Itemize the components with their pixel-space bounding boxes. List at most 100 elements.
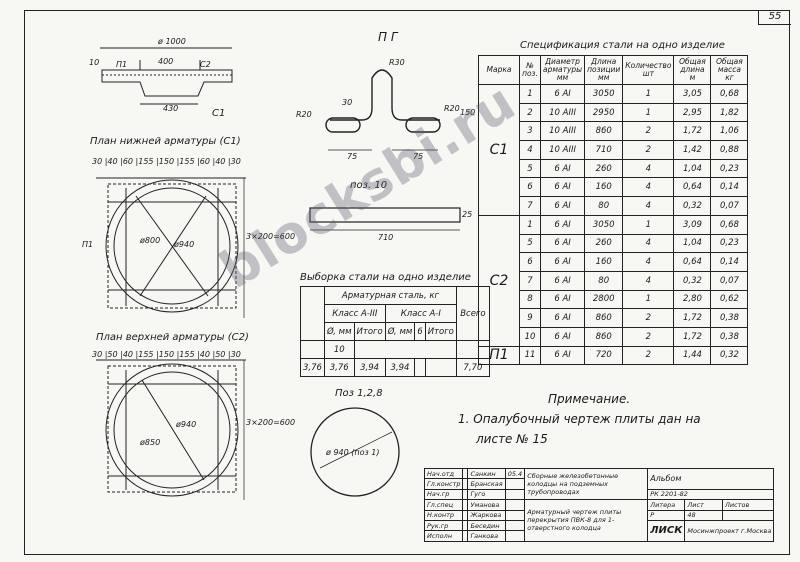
- selection-blank-2: [300, 340, 325, 359]
- upper-plan-d940: ø940: [176, 420, 197, 429]
- spec-cell: 860: [584, 308, 624, 328]
- dim-400: 400: [158, 57, 174, 66]
- lower-plan-mark: П1: [82, 240, 94, 249]
- spec-cell: 10 АIII: [539, 140, 586, 160]
- spec-cell: 0,32: [710, 345, 749, 366]
- stamp-cell: Бранская: [467, 478, 506, 490]
- selection-subtotal-a3: Итого: [353, 322, 386, 341]
- stamp-cell: Жаркова: [467, 509, 506, 521]
- selection-v2: 3,76: [323, 358, 355, 377]
- spec-cell: 2: [622, 140, 675, 160]
- bar-circle-label: ø 940 (поз 1): [326, 448, 380, 457]
- stamp-cell: Исполн: [423, 530, 464, 542]
- dim-1000: ø 1000: [158, 37, 186, 46]
- spec-cell: 4: [622, 196, 675, 216]
- spec-cell: 260: [584, 158, 624, 179]
- spec-cell: 0,38: [710, 326, 749, 347]
- spec-cell: 1,82: [710, 102, 749, 123]
- spec-cell: 6 АI: [539, 233, 586, 254]
- lower-plan-dims: 30 |40 |60 |155 |150 |155 |60 |40 |30: [92, 157, 241, 166]
- note-title: Примечание.: [548, 392, 631, 406]
- bar-10-height: 25: [462, 210, 473, 219]
- spec-cell: 0,07: [710, 196, 749, 216]
- stamp-album: Альбом: [647, 468, 775, 490]
- spec-cell: 10 АIII: [539, 102, 586, 123]
- selection-v4: 3,94: [384, 358, 416, 377]
- bar-10-length: 710: [378, 233, 394, 242]
- spec-cell: 6 АI: [539, 270, 586, 291]
- spec-cell: 0,32: [673, 270, 712, 291]
- stamp-sheet-title: Арматурный чертеж плиты перекрытия ПВК-8…: [524, 499, 649, 542]
- selection-subtotal-a1: Итого: [424, 322, 457, 341]
- spec-cell: 6 АI: [539, 289, 586, 310]
- spec-cell: 1,42: [673, 140, 712, 160]
- stamp-sheets: [722, 509, 775, 521]
- bar-10-title: поз. 10: [350, 180, 388, 191]
- spec-cell: 710: [584, 140, 624, 160]
- spec-cell: 2,95: [673, 102, 712, 123]
- stamp-org: ЛИСК: [647, 519, 686, 542]
- dim-430: 430: [163, 104, 179, 113]
- spec-cell: 2: [622, 308, 675, 328]
- bent-bar-dim-75-right: 75: [413, 152, 424, 161]
- selection-group-header: Арматурная сталь, кг: [323, 286, 457, 305]
- stamp-stage-header: Литера: [647, 499, 686, 511]
- spec-cell: 0,64: [673, 252, 712, 272]
- spec-cell: 9: [519, 308, 541, 328]
- spec-cell: 6: [519, 177, 541, 198]
- upper-plan-title: План верхней арматуры (С2): [96, 332, 249, 343]
- spec-cell: 1,72: [673, 308, 712, 328]
- stamp-cell: Уманова: [467, 499, 506, 511]
- spec-cell: 4: [622, 252, 675, 272]
- spec-cell: 260: [584, 233, 624, 254]
- spec-cell: 5: [519, 158, 541, 179]
- spec-cell: 3050: [584, 84, 624, 104]
- spec-cell: 160: [584, 252, 624, 272]
- upper-plan-drawing: [96, 359, 246, 500]
- stamp-code: РК 2201-82: [647, 488, 775, 501]
- stamp-cell: Санкин: [467, 467, 506, 480]
- spec-cell: 1: [519, 84, 541, 104]
- spec-cell: 0,64: [673, 177, 712, 198]
- stamp-cell: Гл.констр: [423, 478, 464, 490]
- spec-cell: 720: [584, 345, 624, 366]
- selection-v6: [424, 358, 457, 377]
- bent-bar-dim-75-left: 75: [347, 152, 358, 161]
- spec-cell: 1: [622, 214, 675, 235]
- bent-bar-r30: R30: [389, 58, 405, 67]
- selection-v5: [414, 358, 426, 377]
- spec-cell: 0,68: [710, 84, 749, 104]
- spec-cell: 7: [519, 270, 541, 291]
- spec-cell: 0,68: [710, 214, 749, 235]
- spec-cell: 4: [622, 158, 675, 179]
- spec-cell: 0,38: [710, 308, 749, 328]
- selection-blank: [300, 286, 325, 341]
- spec-cell: 0,14: [710, 252, 749, 272]
- bent-bar-r20-right: R20: [444, 104, 460, 113]
- spec-cell: 4: [622, 270, 675, 291]
- page-number: 55: [758, 10, 791, 25]
- selection-v7: 7,70: [455, 358, 490, 377]
- bar-10-drawing: [309, 207, 461, 231]
- spec-cell: 11: [519, 345, 541, 366]
- lower-plan-drawing: [96, 177, 246, 318]
- slab-section-drawing: [100, 47, 233, 105]
- spec-cell: 1,44: [673, 345, 712, 366]
- stamp-sheets-header: Листов: [722, 499, 775, 511]
- selection-class-a1: Класс А-I: [384, 304, 457, 323]
- spec-cell: 3,05: [673, 84, 712, 104]
- note-line-2: листе № 15: [476, 432, 548, 446]
- stamp-cell: [504, 519, 526, 532]
- bent-bar-dim-150: 150: [460, 108, 476, 117]
- col-mark: Марка: [478, 55, 520, 85]
- spec-cell: 860: [584, 121, 624, 142]
- spec-cell: 0,88: [710, 140, 749, 160]
- spec-cell: 4: [519, 140, 541, 160]
